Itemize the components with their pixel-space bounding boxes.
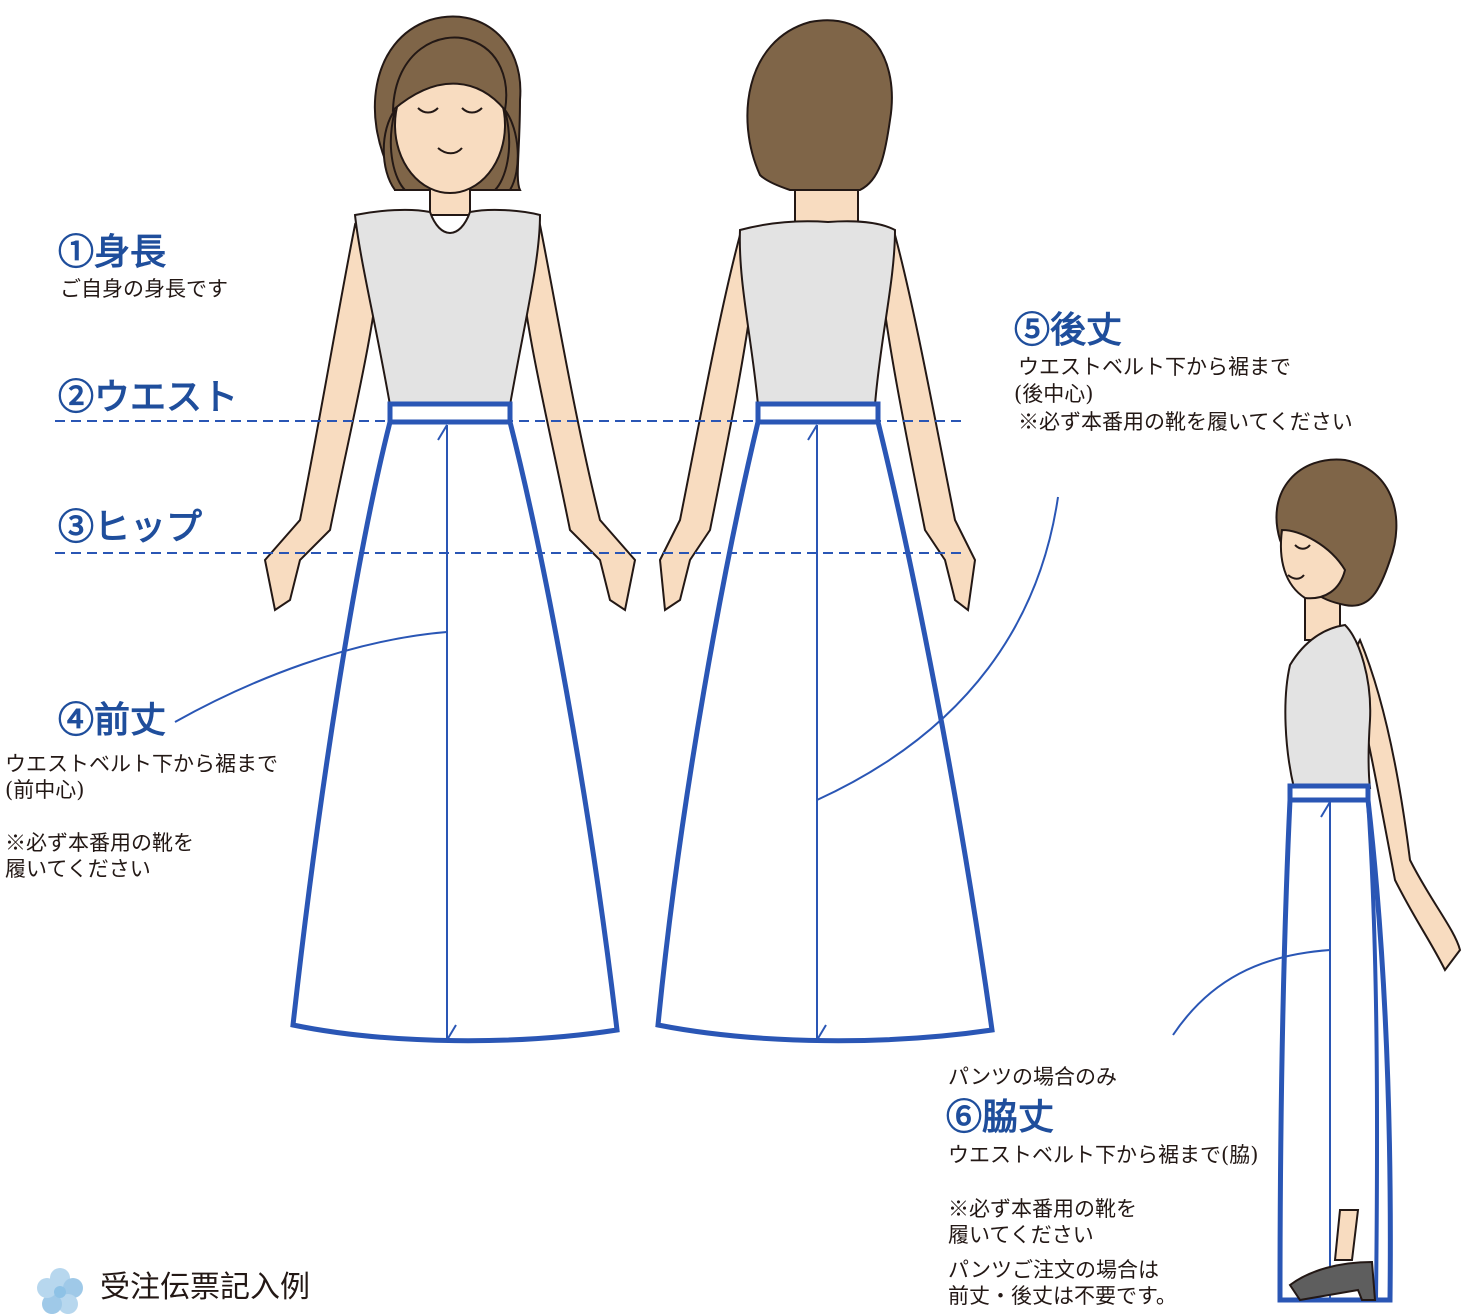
side-length-desc: ウエストベルト下から裾まで(脇): [948, 1143, 1259, 1167]
side-length-leader: [1172, 949, 1331, 1036]
front-skirt: [290, 419, 620, 1044]
front-length-desc-2: (前中心): [5, 778, 85, 802]
back-right-arm: [878, 231, 977, 612]
back-left-arm: [658, 231, 757, 612]
back-length-leader: [816, 496, 1059, 801]
side-length-title: ⑥脇丈: [946, 1096, 1055, 1138]
flower-icon: [37, 1268, 83, 1314]
height-desc: ご自身の身長です: [60, 277, 228, 301]
back-length-title: ⑤後丈: [1014, 309, 1123, 351]
side-shoe: [1288, 1260, 1377, 1302]
back-length-note: ※必ず本番用の靴を履いてください: [1018, 410, 1353, 434]
side-length-note-2: 履いてください: [948, 1223, 1094, 1247]
side-top: [1284, 623, 1372, 789]
side-figure: [1275, 458, 1462, 1303]
side-length-extra-2: 前丈・後丈は不要です。: [948, 1284, 1177, 1308]
height-title: ①身長: [58, 231, 167, 273]
back-waistband: [755, 401, 881, 425]
side-length-note-1: ※必ず本番用の靴を: [948, 1197, 1137, 1221]
side-length-extra-1: パンツご注文の場合は: [948, 1258, 1160, 1282]
front-length-note-2: 履いてください: [5, 857, 151, 881]
side-arm: [1348, 637, 1462, 972]
back-top: [738, 220, 897, 406]
back-length-desc-1: ウエストベルト下から裾まで: [1018, 355, 1291, 379]
front-top: [353, 208, 542, 406]
side-length-pre: パンツの場合のみ: [948, 1065, 1118, 1089]
front-length-desc-1: ウエストベルト下から裾まで: [5, 752, 278, 776]
front-length-title: ④前丈: [58, 699, 167, 741]
back-length-desc-2: (後中心): [1014, 382, 1094, 406]
front-length-leader: [174, 631, 448, 723]
back-skirt: [655, 419, 995, 1044]
back-figure: [655, 19, 995, 1044]
front-length-note-1: ※必ず本番用の靴を: [5, 831, 194, 855]
back-hair: [746, 19, 893, 191]
front-left-arm: [263, 222, 382, 612]
front-waistband: [387, 401, 513, 425]
footer-title: 受注伝票記入例: [100, 1270, 310, 1305]
front-right-arm: [518, 222, 637, 612]
hip-title: ③ヒップ: [58, 506, 203, 548]
side-waistband: [1287, 783, 1371, 803]
front-figure: [263, 15, 637, 1044]
waist-title: ②ウエスト: [58, 376, 239, 418]
